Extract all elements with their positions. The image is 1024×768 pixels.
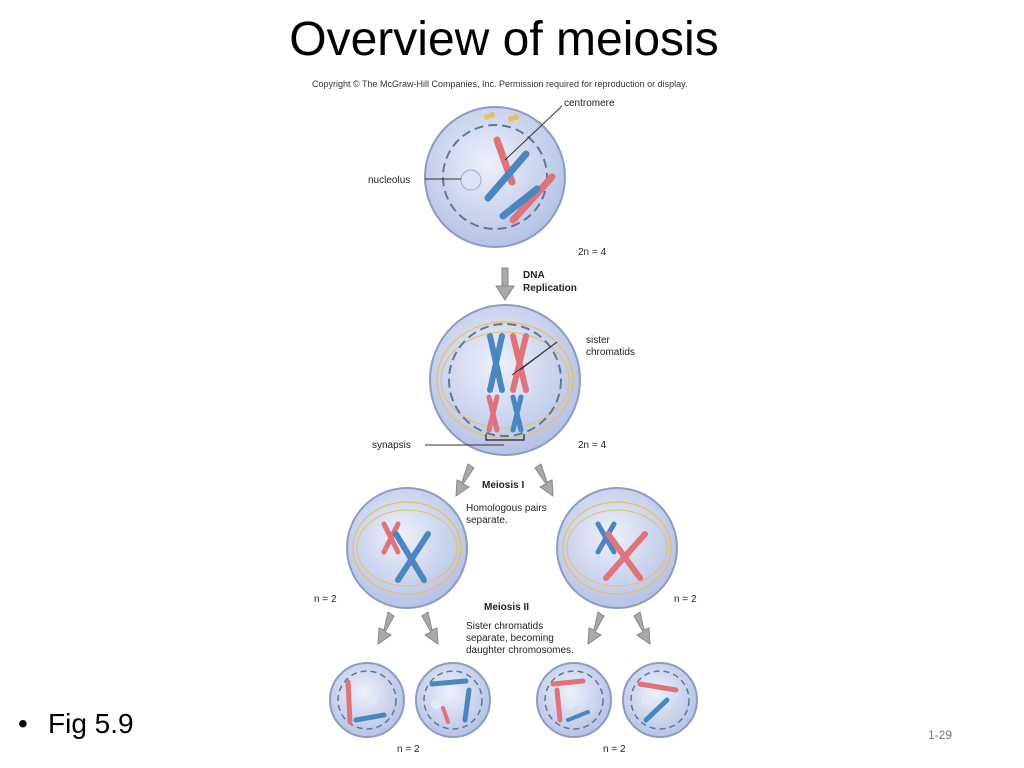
- chromatids-red-long: [510, 333, 529, 393]
- synapsis-bracket: [485, 434, 525, 441]
- copyright-notice: Copyright © The McGraw-Hill Companies, I…: [312, 79, 688, 89]
- gamete-4: [622, 662, 698, 738]
- arrow-meiosis1-left: [455, 463, 475, 497]
- arrow-m2-2: [421, 611, 439, 645]
- label-ploidy-mid: 2n = 4: [578, 440, 607, 451]
- label-ploidy-right: n = 2: [674, 594, 697, 605]
- label-synapsis: synapsis: [372, 440, 411, 451]
- label-sister-sep-2: separate, becoming: [466, 633, 554, 644]
- slide-number: 1-29: [928, 728, 953, 742]
- label-ploidy-bottom-right: n = 2: [603, 744, 626, 755]
- bullet-item: • Fig 5.9: [18, 704, 134, 744]
- label-sister-sep-1: Sister chromatids: [466, 621, 543, 632]
- label-separate: separate.: [466, 515, 508, 526]
- label-ploidy-left: n = 2: [314, 594, 337, 605]
- label-sister-sep-3: daughter chromosomes.: [466, 645, 574, 656]
- chromatids-red-left: [381, 521, 401, 555]
- label-ploidy-top: 2n = 4: [578, 247, 607, 258]
- arrow-dna-replication: [495, 267, 515, 301]
- label-sister: sister: [586, 335, 611, 346]
- label-chromatids: chromatids: [586, 347, 635, 358]
- chromatids-blue-left: [393, 531, 431, 583]
- arrow-m2-3: [587, 611, 605, 645]
- chromosome-red-short: [509, 173, 556, 224]
- centrosome-top: [484, 112, 519, 122]
- chromosome-blue-long: [484, 150, 530, 202]
- slide-title: Overview of meiosis: [289, 13, 719, 66]
- chromatids-blue-right: [595, 521, 617, 555]
- label-meiosis1: Meiosis I: [482, 480, 524, 491]
- cell-meiosis1-right: [556, 487, 678, 609]
- arrow-m2-1: [377, 611, 395, 645]
- chromatids-red-right: [603, 531, 648, 581]
- arrow-m2-4: [633, 611, 651, 645]
- bullet-text: Fig 5.9: [48, 708, 134, 739]
- arrow-meiosis1-right: [534, 463, 554, 497]
- gamete-1: [329, 662, 405, 738]
- label-centromere: centromere: [564, 98, 615, 109]
- chromosome-blue-short: [499, 185, 541, 220]
- nucleolus-shape: [460, 169, 482, 191]
- chromatids-red-short: [486, 394, 500, 433]
- label-dna: DNA: [523, 270, 545, 281]
- label-ploidy-bottom-left: n = 2: [397, 744, 420, 755]
- gamete-3: [536, 662, 612, 738]
- chromatids-blue-short: [510, 394, 524, 433]
- cell-parent: [424, 105, 566, 248]
- label-homologous: Homologous pairs: [466, 503, 547, 514]
- bullet-dot: •: [18, 708, 28, 739]
- label-replication: Replication: [523, 283, 577, 294]
- label-meiosis2: Meiosis II: [484, 602, 529, 613]
- gamete-2: [415, 662, 491, 738]
- label-nucleolus: nucleolus: [368, 175, 410, 186]
- chromatids-blue-long: [487, 333, 505, 393]
- cell-meiosis1-left: [346, 487, 468, 609]
- cell-replicated: [425, 304, 581, 456]
